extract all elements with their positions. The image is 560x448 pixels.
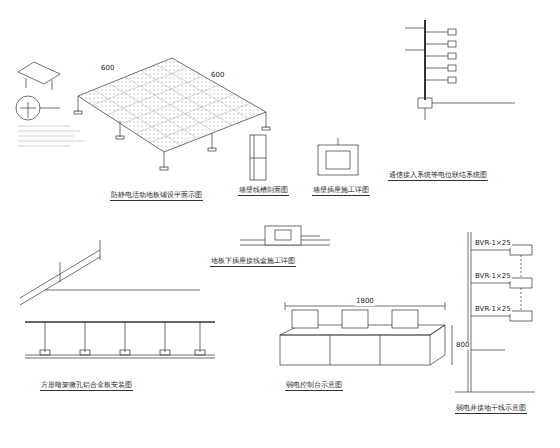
view-title: 墙壁插座施工详图 (312, 187, 370, 196)
view-title: 地板下插座接线盒施工详图 (210, 258, 296, 267)
floor-grid-line (135, 94, 234, 133)
view-title: 防静电活动地板铺设平面示图 (110, 192, 203, 201)
view-title: 通信接入系统等电位联结系统图 (388, 172, 488, 181)
dimension-label: 800 (455, 342, 470, 350)
dimension-label: 1800 (355, 298, 375, 306)
dimension-label: BVR-1×25 (474, 273, 512, 281)
floor-grid-line (156, 64, 249, 118)
view-title: 弱电控制台示意图 (285, 382, 343, 391)
dimension-label: BVR-1×25 (474, 240, 512, 248)
dimension-label: BVR-1×25 (474, 306, 512, 314)
view-title: 方形暗架微孔铝合金板安装图 (40, 382, 133, 391)
dimension-label: 600 (210, 72, 225, 80)
floor-grid-line (150, 103, 251, 143)
view-title: 弱电井接地干线示意图 (455, 405, 527, 414)
floor-grid-line (121, 85, 219, 124)
floor-grid-line (141, 71, 232, 126)
view-title: 墙壁线槽剖面图 (238, 187, 289, 196)
dimension-label: 600 (100, 65, 115, 73)
